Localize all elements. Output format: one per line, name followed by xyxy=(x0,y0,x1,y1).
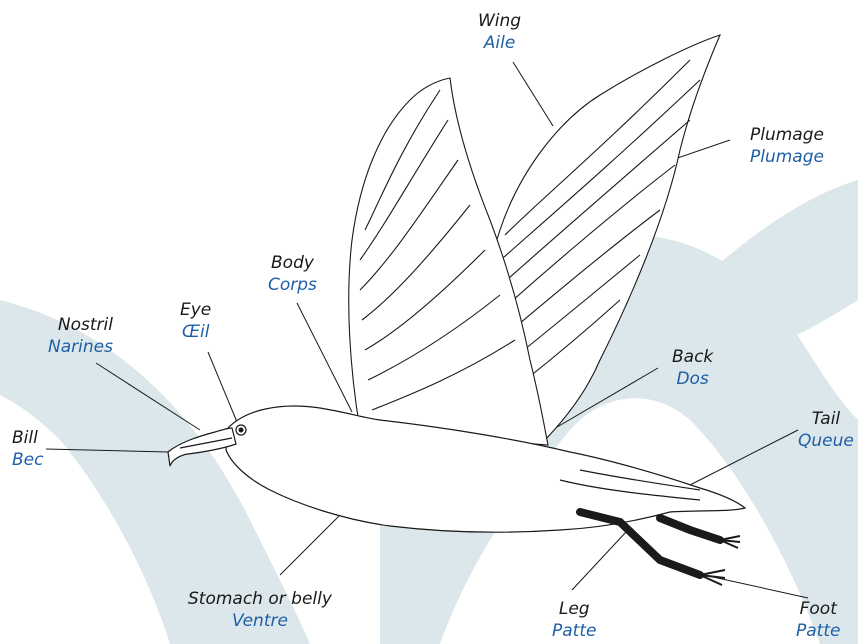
label-eye-fr: Œil xyxy=(180,321,211,343)
label-back-en: Back xyxy=(672,346,713,368)
label-foot-en: Foot xyxy=(796,598,840,620)
label-foot-fr: Patte xyxy=(796,620,840,642)
label-foot: Foot Patte xyxy=(796,598,840,642)
label-plumage: Plumage Plumage xyxy=(750,124,824,168)
label-stomach-fr: Ventre xyxy=(188,610,332,632)
label-bill-en: Bill xyxy=(12,427,43,449)
eye xyxy=(236,425,246,435)
label-plumage-fr: Plumage xyxy=(750,146,824,168)
label-tail-fr: Queue xyxy=(798,430,854,452)
label-body-en: Body xyxy=(268,252,317,274)
label-stomach: Stomach or belly Ventre xyxy=(188,588,332,632)
label-eye: Eye Œil xyxy=(180,299,211,343)
label-tail-en: Tail xyxy=(798,408,854,430)
label-wing: Wing Aile xyxy=(478,10,521,54)
label-back: Back Dos xyxy=(672,346,713,390)
label-nostril-en: Nostril xyxy=(48,314,113,336)
label-nostril: Nostril Narines xyxy=(48,314,113,358)
label-wing-fr: Aile xyxy=(478,32,521,54)
label-bill: Bill Bec xyxy=(12,427,43,471)
label-stomach-en: Stomach or belly xyxy=(188,588,332,610)
label-body: Body Corps xyxy=(268,252,317,296)
label-tail: Tail Queue xyxy=(798,408,854,452)
label-wing-en: Wing xyxy=(478,10,521,32)
label-leg-fr: Patte xyxy=(552,620,596,642)
label-plumage-en: Plumage xyxy=(750,124,824,146)
label-nostril-fr: Narines xyxy=(48,336,113,358)
label-bill-fr: Bec xyxy=(12,449,43,471)
label-leg: Leg Patte xyxy=(552,598,596,642)
label-back-fr: Dos xyxy=(672,368,713,390)
label-eye-en: Eye xyxy=(180,299,211,321)
label-leg-en: Leg xyxy=(552,598,596,620)
label-body-fr: Corps xyxy=(268,274,317,296)
